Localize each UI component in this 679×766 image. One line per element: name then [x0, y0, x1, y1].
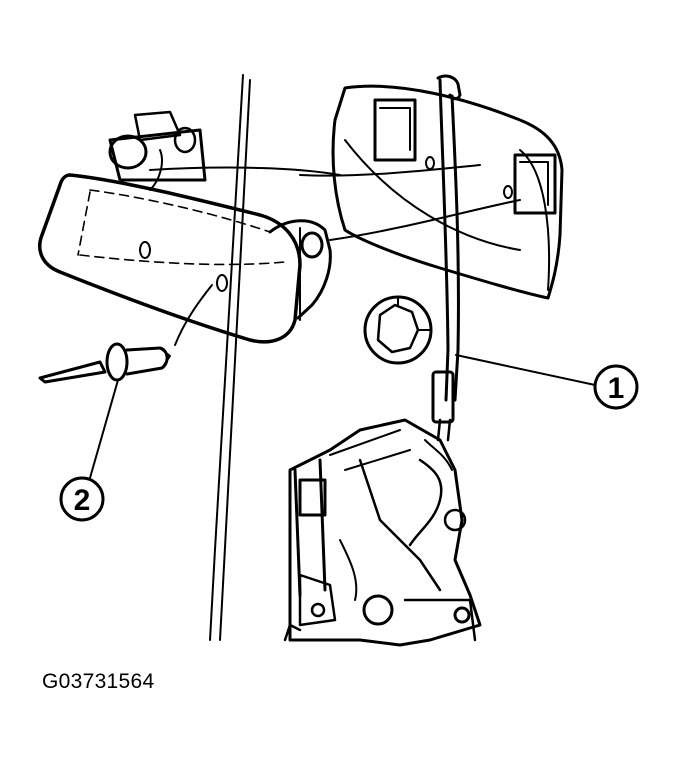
actuator-rod — [431, 74, 462, 442]
callout-1-circle — [593, 364, 639, 410]
figure-code: G03731564 — [42, 670, 155, 693]
rivet — [38, 342, 171, 384]
callout-1-label: 1 — [608, 372, 625, 405]
callout-2-circle — [59, 476, 105, 522]
leader-line-1 — [455, 354, 596, 386]
latch-bracket — [331, 84, 564, 300]
door-latch-assembly — [283, 418, 482, 647]
panel-grommet — [363, 295, 433, 365]
door-handle — [38, 110, 332, 346]
door-panel — [149, 74, 551, 641]
leader-line-2 — [89, 379, 119, 479]
callout-2-label: 2 — [74, 484, 91, 517]
